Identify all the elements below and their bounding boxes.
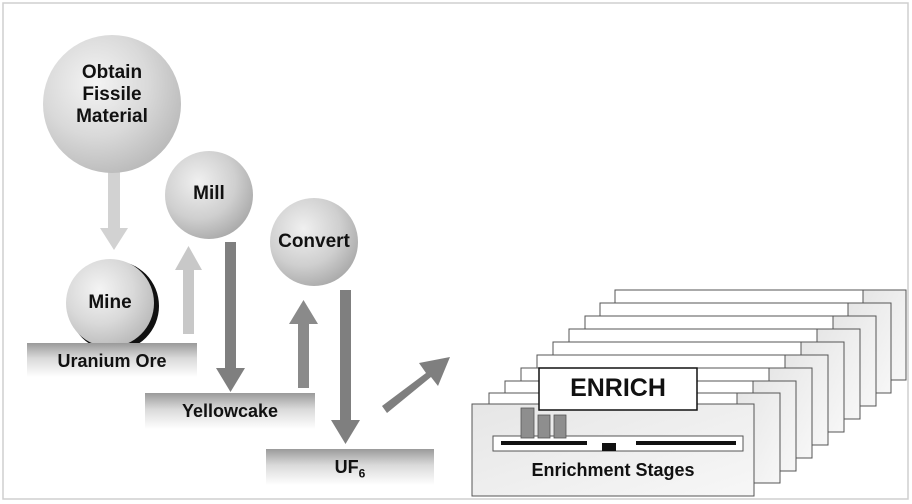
yellowcake-label: Yellowcake (181, 401, 279, 421)
convert-label: Convert (278, 231, 350, 252)
arrow-mine-to-mill (175, 246, 202, 334)
mill-label: Mill (193, 183, 225, 204)
obtain-line-1: Obtain (81, 62, 143, 83)
convert-circle (270, 198, 358, 286)
obtain-line-3: Material (76, 105, 148, 127)
uf6-label: UF6 (266, 457, 434, 481)
uf6-bar (266, 449, 434, 485)
centrifuge-cylinders (520, 407, 567, 439)
arrow-convert-to-uf6 (331, 290, 360, 444)
uranium-ore-label: Uranium Ore (57, 351, 167, 371)
arrow-mill-to-yellowcake (216, 242, 245, 392)
yellowcake-bar (145, 393, 315, 429)
enrich-title: ENRICH (570, 374, 666, 402)
centrifuge-cascade (492, 407, 744, 452)
obtain-line-2: Fissile (82, 83, 142, 105)
obtain-fissile-material-label: Obtain Fissile Material (52, 62, 172, 128)
obtain-circle (43, 35, 181, 173)
mine-circle (66, 259, 154, 347)
uf6-subscript: 6 (358, 466, 366, 481)
arrow-yellowcake-to-convert (289, 300, 318, 388)
uranium-ore-bar (27, 343, 197, 377)
mill-circle (165, 151, 253, 239)
enrichment-stages-label: Enrichment Stages (531, 460, 695, 480)
enrich-box (538, 367, 698, 411)
arrow-obtain-to-mine (100, 158, 128, 250)
mine-label: Mine (88, 292, 132, 313)
arrow-uf6-to-enrich (382, 357, 450, 413)
uf6-base-text: UF (334, 457, 359, 477)
